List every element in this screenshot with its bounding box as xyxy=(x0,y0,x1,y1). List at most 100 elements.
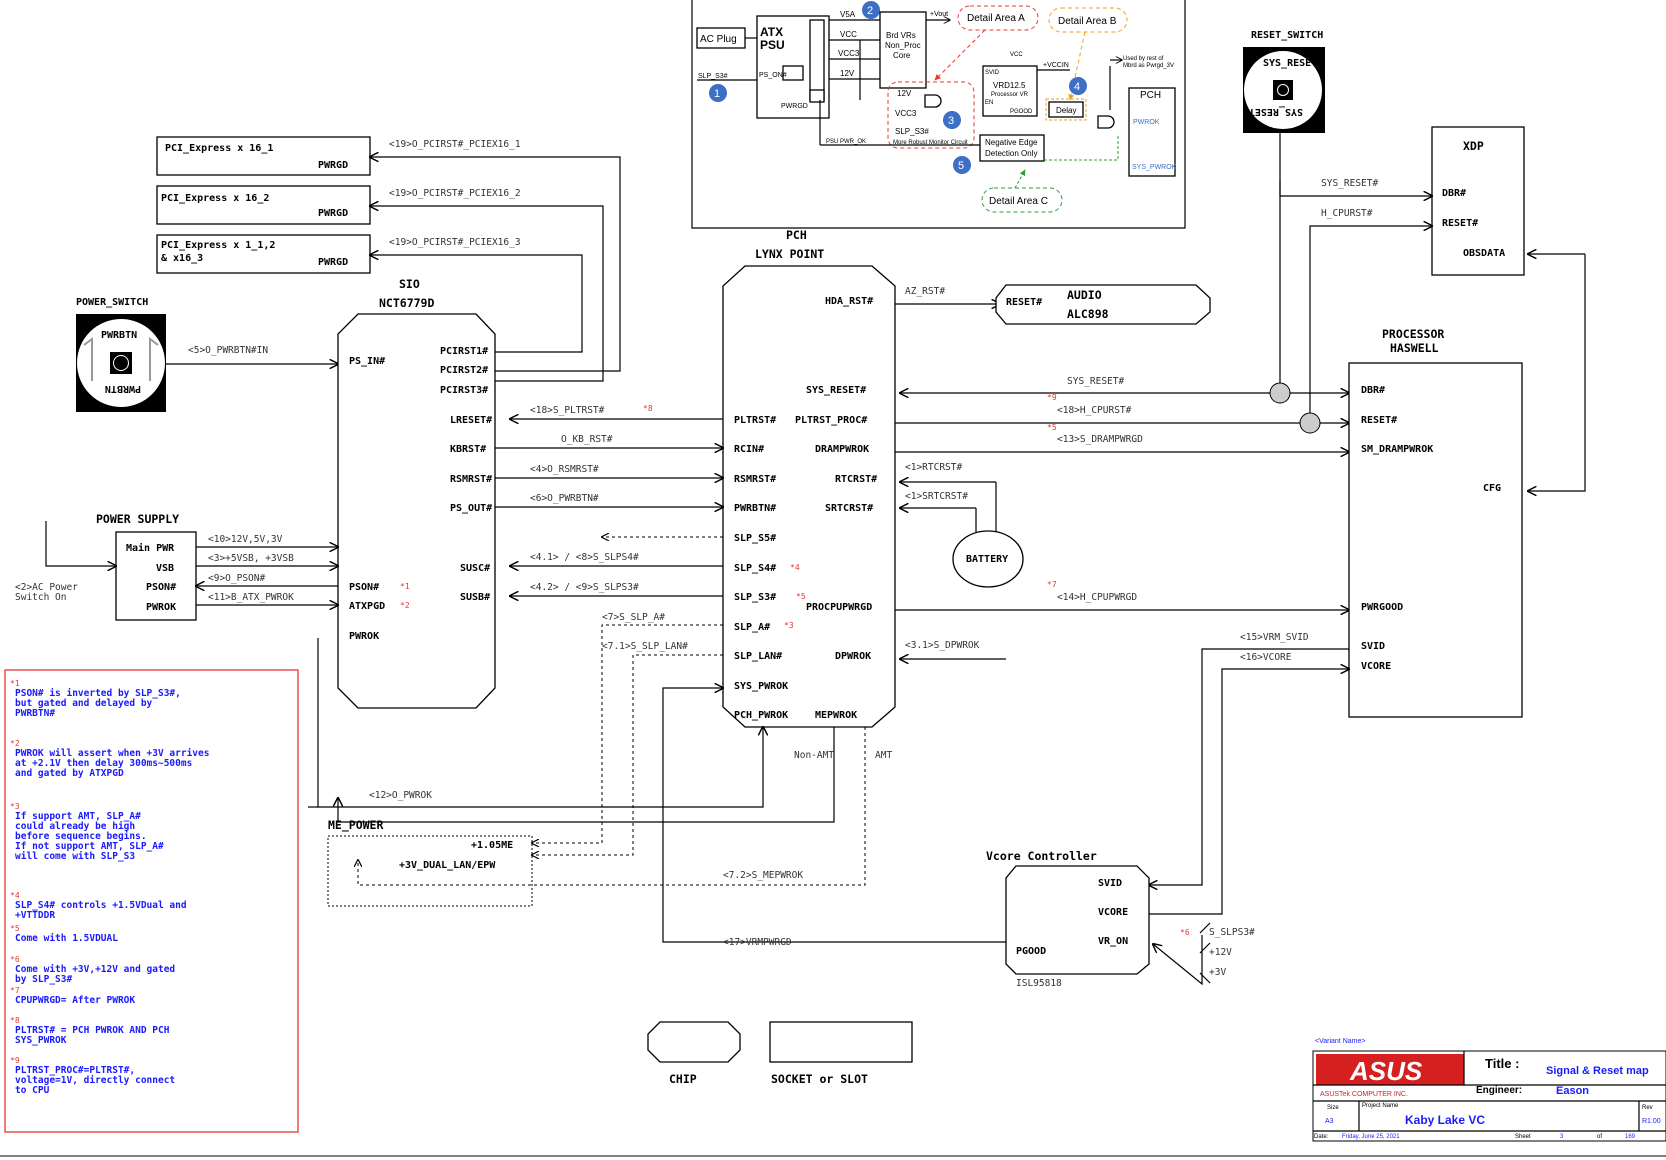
svg-text:RESET_SWITCH: RESET_SWITCH xyxy=(1251,30,1323,41)
svg-text:R1.00: R1.00 xyxy=(1642,1118,1661,1125)
svg-text:SLP_A#: SLP_A# xyxy=(734,622,770,633)
svg-text:PCIRST3#: PCIRST3# xyxy=(440,385,488,396)
pcie-slot-3: PCI_Express x 1_1,2 & x16_3 PWRGD xyxy=(156,234,371,274)
svg-text:ALC898: ALC898 xyxy=(1067,307,1109,321)
rail-v5a: V5A xyxy=(840,10,856,19)
svg-text:+VCCIN: +VCCIN xyxy=(1043,62,1069,69)
legend-chip-shape xyxy=(647,1021,741,1063)
notes-box xyxy=(4,669,299,1133)
svg-text:PCI_Express x 16_2: PCI_Express x 16_2 xyxy=(161,193,269,204)
svg-text:PWROK: PWROK xyxy=(146,602,176,613)
svg-text:PLTRST#: PLTRST# xyxy=(734,415,776,426)
reset-switch[interactable]: RESET_SWITCH SYS_RESET# SYS_RESET# xyxy=(1243,30,1325,133)
svg-text:ASUS: ASUS xyxy=(1349,1056,1423,1086)
audio-chip xyxy=(995,284,1211,325)
svg-text:*3: *3 xyxy=(784,621,794,630)
note-mark: *9 xyxy=(10,1056,20,1065)
svg-text:Non_Proc: Non_Proc xyxy=(885,41,921,50)
svg-text:<14>H_CPUPWRGD: <14>H_CPUPWRGD xyxy=(1057,592,1137,603)
pcie-slot-1: PCI_Express x 16_1 PWRGD xyxy=(156,136,371,176)
svg-text:<7.1>S_SLP_LAN#: <7.1>S_SLP_LAN# xyxy=(602,641,688,652)
svg-text:PWRGD: PWRGD xyxy=(318,160,348,171)
svg-text:PWRGD: PWRGD xyxy=(318,208,348,219)
svg-text:Processor VR: Processor VR xyxy=(991,92,1029,98)
svg-text:KBRST#: KBRST# xyxy=(450,444,486,455)
svg-text:VCORE: VCORE xyxy=(1361,661,1391,672)
svg-text:CFG: CFG xyxy=(1483,483,1501,494)
svg-text:More Robust Monitor Circuit: More Robust Monitor Circuit xyxy=(893,140,968,146)
me-power-title: ME_POWER xyxy=(328,818,383,833)
svg-text:SLP_S3#: SLP_S3# xyxy=(895,127,929,136)
svg-text:PCH_PWROK: PCH_PWROK xyxy=(734,710,788,721)
svg-text:DBR#: DBR# xyxy=(1442,188,1466,199)
power-supply-box xyxy=(115,531,197,621)
note-line: before sequence begins. xyxy=(15,831,147,842)
svg-text:PS_IN#: PS_IN# xyxy=(349,356,385,367)
vcore-controller-title: Vcore Controller xyxy=(986,849,1097,863)
svg-text:AMT: AMT xyxy=(875,750,892,761)
svg-text:PWRBTN: PWRBTN xyxy=(105,383,141,394)
svg-text:<6>O_PWRBTN#: <6>O_PWRBTN# xyxy=(530,493,599,504)
svg-text:AUDIO: AUDIO xyxy=(1067,288,1102,302)
sio-part: NCT6779D xyxy=(379,296,434,310)
note-line: Come with 1.5VDUAL xyxy=(15,933,118,944)
svg-text:SVID: SVID xyxy=(985,70,1000,76)
svg-text:Detection Only: Detection Only xyxy=(985,149,1037,158)
svg-text:PLTRST_PROC#: PLTRST_PROC# xyxy=(795,415,867,426)
svg-text:<3>+5VSB, +3VSB: <3>+5VSB, +3VSB xyxy=(208,553,294,564)
svg-text:<2>AC Power: <2>AC Power xyxy=(15,582,78,593)
battery xyxy=(952,530,1024,588)
svg-text:Date:: Date: xyxy=(1314,1134,1329,1140)
note-line: PWRBTN# xyxy=(15,708,55,719)
pcirst-1-signal: <19>O_PCIRST#_PCIEX16_1 xyxy=(389,139,521,150)
svg-text:<15>VRM_SVID: <15>VRM_SVID xyxy=(1240,632,1309,643)
svg-text:PWRBTN: PWRBTN xyxy=(101,330,137,341)
note-line: PWROK will assert when +3V arrives xyxy=(15,748,209,759)
svg-text:RTCRST#: RTCRST# xyxy=(835,474,877,485)
svg-text:Core: Core xyxy=(893,51,911,60)
svg-text:PCH: PCH xyxy=(1140,90,1161,101)
note-line: PLTRST_PROC#=PLTRST#, xyxy=(15,1065,135,1076)
svg-text:<7.2>S_MEPWROK: <7.2>S_MEPWROK xyxy=(723,870,803,881)
svg-text:Brd VRs: Brd VRs xyxy=(886,31,916,40)
pwrbtn-in-signal: <5>O_PWRBTN#IN xyxy=(188,345,268,356)
svg-text:SYS_RESET#: SYS_RESET# xyxy=(806,385,866,396)
note-line: Come with +3V,+12V and gated xyxy=(15,964,175,975)
svg-text:Mbrd as Pwrgd_3V: Mbrd as Pwrgd_3V xyxy=(1123,63,1174,69)
svg-text:VSB: VSB xyxy=(156,563,174,574)
svg-text:<1>RTCRST#: <1>RTCRST# xyxy=(905,462,962,473)
svg-text:PSU PWR_OK: PSU PWR_OK xyxy=(826,139,866,145)
slp-s3-label: SLP_S3# xyxy=(698,73,728,80)
svg-text:PGOOD: PGOOD xyxy=(1010,109,1033,115)
svg-text:<17>VRMPWRGD: <17>VRMPWRGD xyxy=(723,937,792,948)
note-line: PLTRST# = PCH PWROK AND PCH xyxy=(15,1025,170,1036)
svg-text:PS_OUT#: PS_OUT# xyxy=(450,503,492,514)
svg-text:<Variant Name>: <Variant Name> xyxy=(1315,1038,1365,1045)
svg-text:PROCPUPWRGD: PROCPUPWRGD xyxy=(806,602,872,613)
svg-text:+3V_DUAL_LAN/EPW: +3V_DUAL_LAN/EPW xyxy=(399,860,496,871)
power-switch[interactable]: POWER_SWITCH PWRBTN PWRBTN xyxy=(76,297,166,412)
svg-text:PWRBTN#: PWRBTN# xyxy=(734,503,776,514)
svg-text:ASUSTek COMPUTER INC.: ASUSTek COMPUTER INC. xyxy=(1320,1091,1408,1098)
note-line: to CPU xyxy=(15,1085,50,1096)
psu-label: PSU xyxy=(760,38,785,52)
note-line: but gated and delayed by xyxy=(15,698,153,709)
legend-socket-label: SOCKET or SLOT xyxy=(771,1072,868,1086)
note-line: voltage=1V, directly connect xyxy=(15,1075,175,1086)
svg-text:Detail Area A: Detail Area A xyxy=(967,13,1025,24)
svg-text:SRTCRST#: SRTCRST# xyxy=(825,503,873,514)
ps-on-label: PS_ON# xyxy=(759,72,787,79)
svg-text:SUSB#: SUSB# xyxy=(460,592,490,603)
svg-text:<9>O_PSON#: <9>O_PSON# xyxy=(208,573,265,584)
note-mark: *3 xyxy=(10,802,20,811)
svg-text:SYS_PWROK: SYS_PWROK xyxy=(734,681,788,692)
svg-text:Switch On: Switch On xyxy=(15,592,66,603)
svg-text:DRAMPWROK: DRAMPWROK xyxy=(815,444,869,455)
sio-title: SIO xyxy=(399,277,420,291)
svg-text:Used by rest of: Used by rest of xyxy=(1123,56,1164,62)
svg-text:VR_ON: VR_ON xyxy=(1098,936,1128,947)
svg-text:DPWROK: DPWROK xyxy=(835,651,871,662)
svg-text:VCC3: VCC3 xyxy=(895,109,917,118)
svg-text:VCORE: VCORE xyxy=(1098,907,1128,918)
